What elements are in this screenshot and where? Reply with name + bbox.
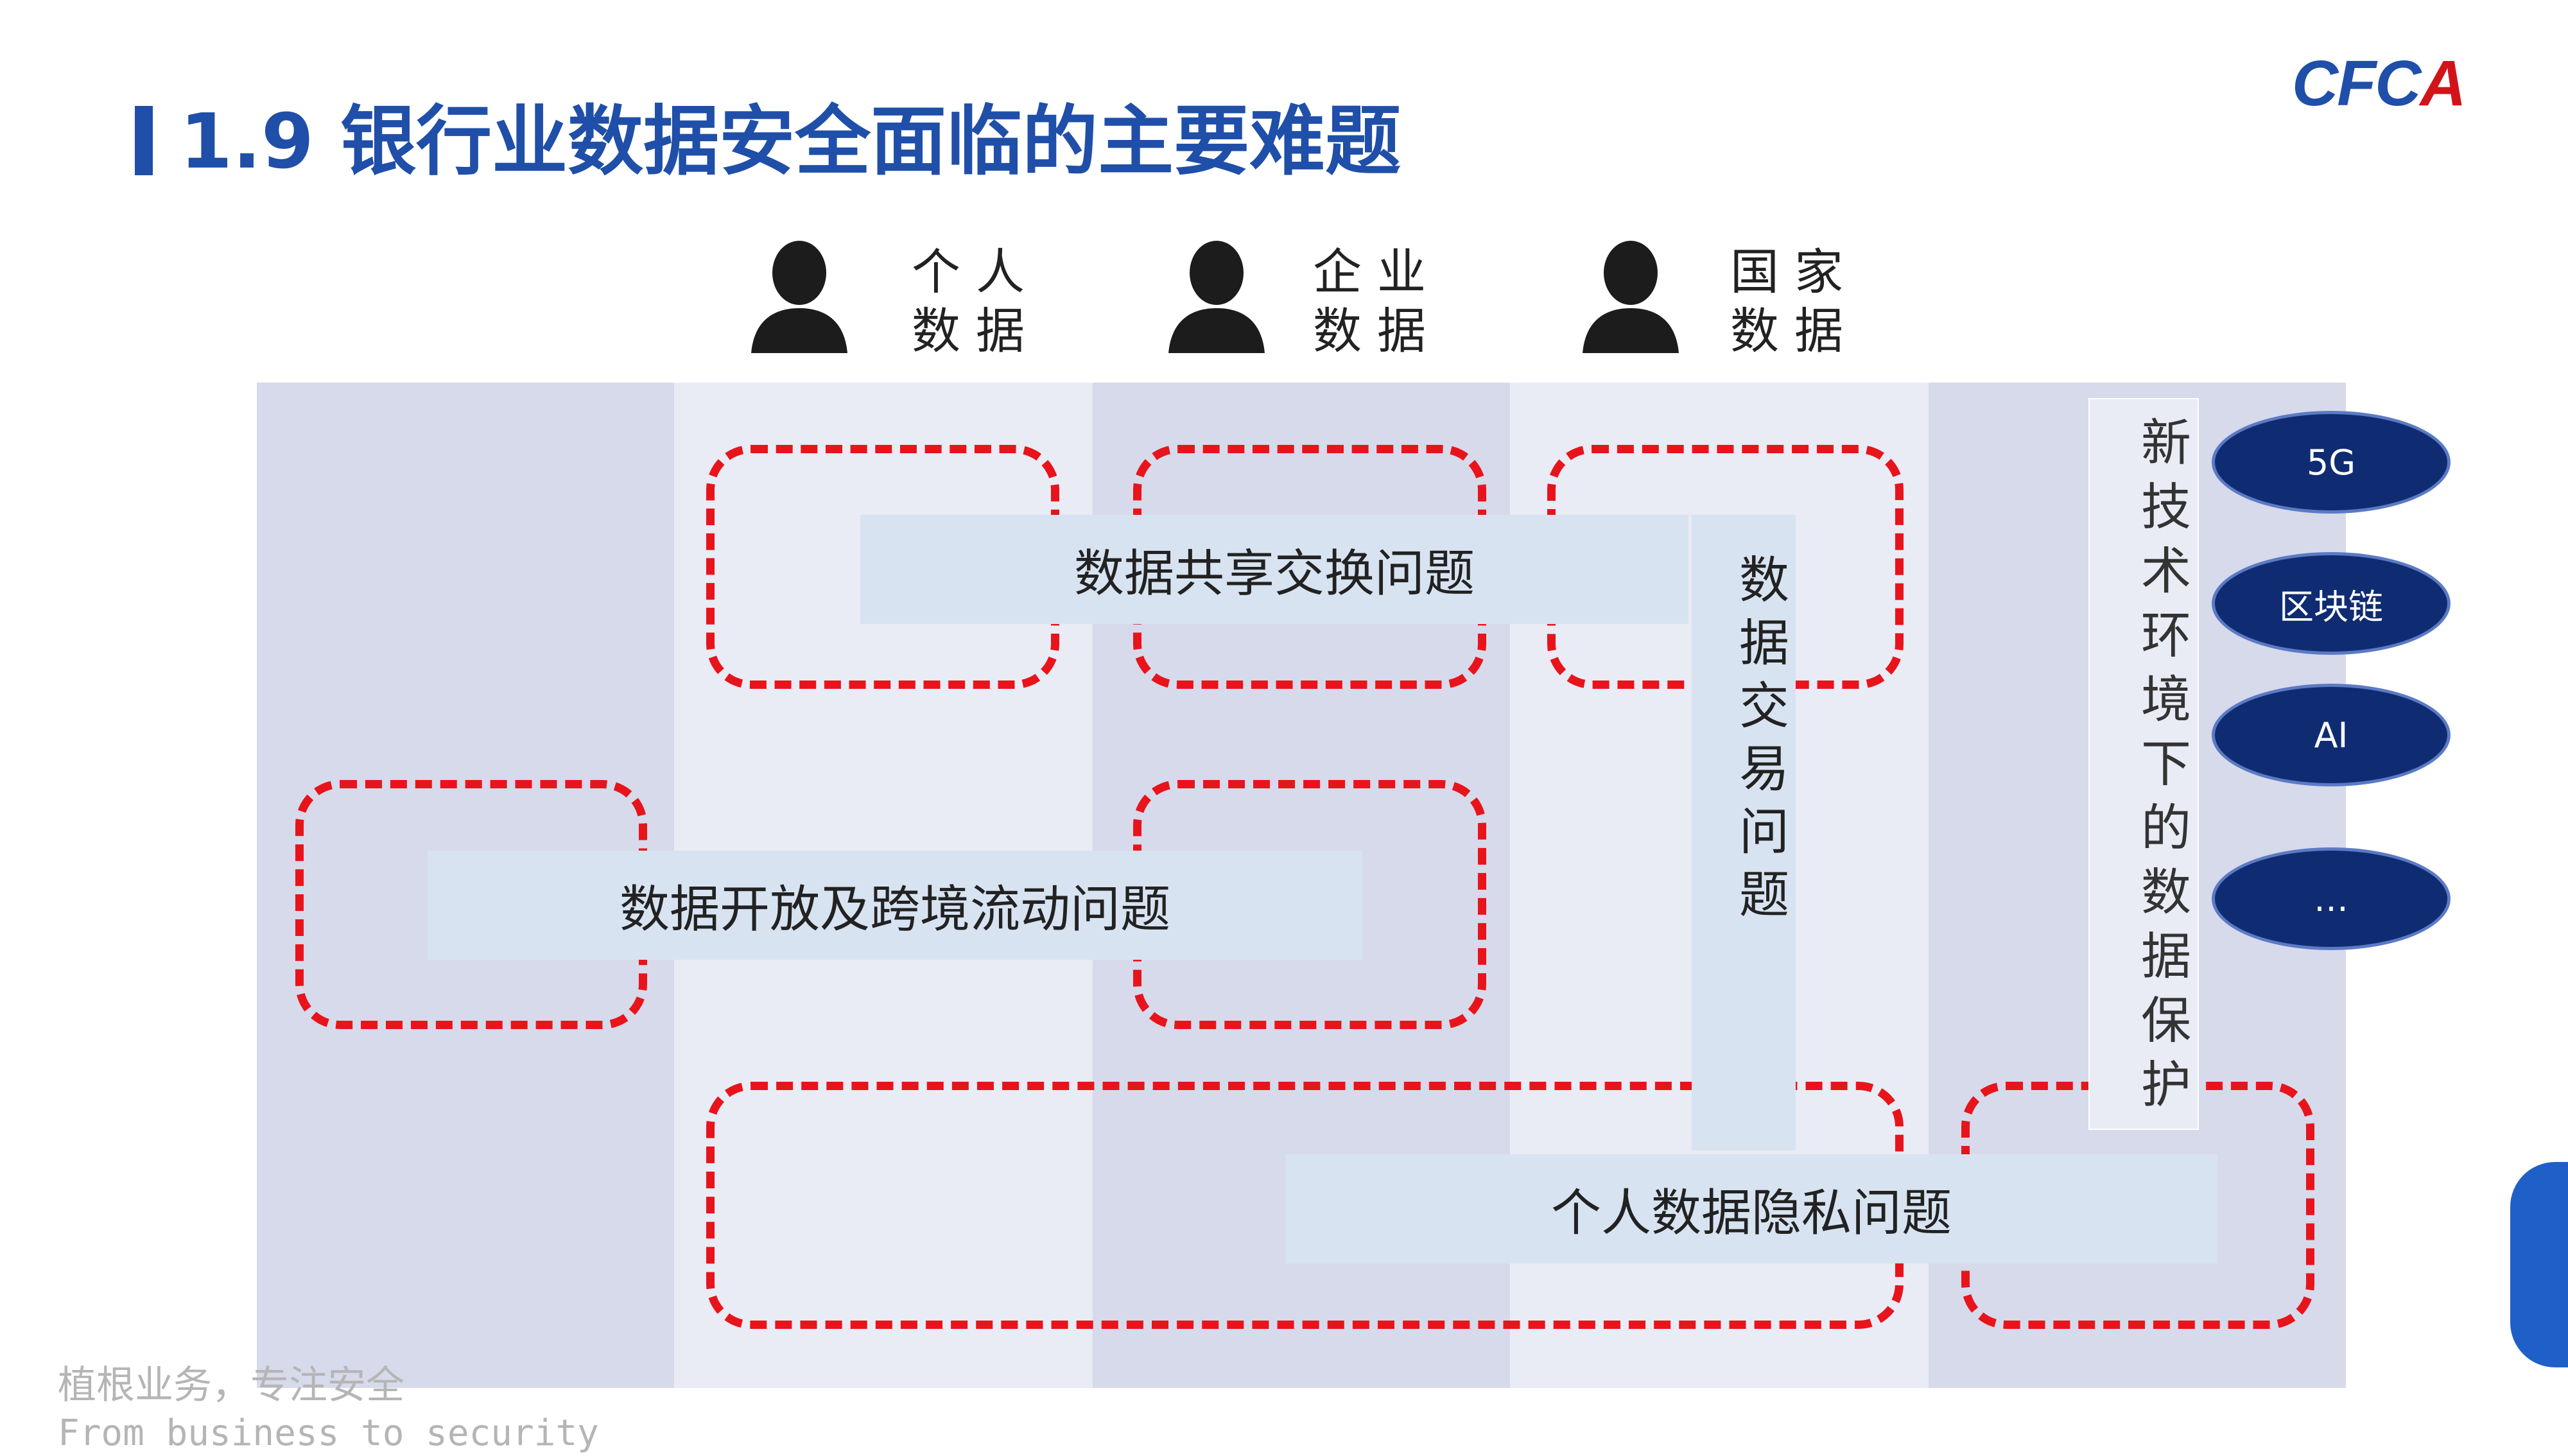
tech-more: … (2212, 847, 2451, 950)
owner-national (1583, 238, 1679, 356)
title-accent-bar (135, 106, 153, 175)
tech-5g: 5G (2212, 411, 2451, 514)
owner-enterprise (1168, 238, 1265, 356)
issue-data-trading: 数据交易问题 (1692, 515, 1796, 1150)
logo-accent-text: A (2420, 48, 2467, 119)
issue-data-opening-cross-border: 数据开放及跨境流动问题 (428, 851, 1362, 960)
issue-data-sharing: 数据共享交换问题 (860, 515, 1688, 624)
cfca-logo: CFCA (2292, 48, 2467, 119)
page-title: 1.9 银行业数据安全面临的主要难题 (180, 97, 1401, 186)
new-tech-data-protection: 新技术环境下的数据保护 (2088, 398, 2199, 1130)
corner-decoration (2510, 1162, 2568, 1367)
person-icon (751, 241, 847, 353)
region-personal-sharing (706, 445, 1059, 689)
person-icon (1168, 241, 1265, 353)
footer-slogan-en: From business to security (58, 1412, 599, 1454)
tech-blockchain: 区块链 (2212, 552, 2451, 655)
owner-enterprise-label-line2: 数据 (1313, 302, 1441, 360)
person-icon (1583, 241, 1679, 353)
region-cross-border-left (295, 780, 647, 1029)
owner-personal (751, 238, 847, 356)
issue-personal-privacy: 个人数据隐私问题 (1285, 1154, 2217, 1263)
tech-ai: AI (2212, 684, 2451, 786)
logo-main-text: CFC (2292, 48, 2422, 119)
owner-enterprise-label-line1: 企业 (1313, 243, 1441, 300)
footer-slogan-cn: 植根业务，专注安全 (58, 1363, 404, 1408)
region-privacy-main (706, 1082, 1904, 1329)
owner-personal-label-line2: 数据 (912, 302, 1040, 360)
owner-national-label-line2: 数据 (1730, 302, 1859, 360)
owner-national-label-line1: 国家 (1730, 243, 1859, 300)
owner-personal-label-line1: 个人 (912, 243, 1040, 300)
